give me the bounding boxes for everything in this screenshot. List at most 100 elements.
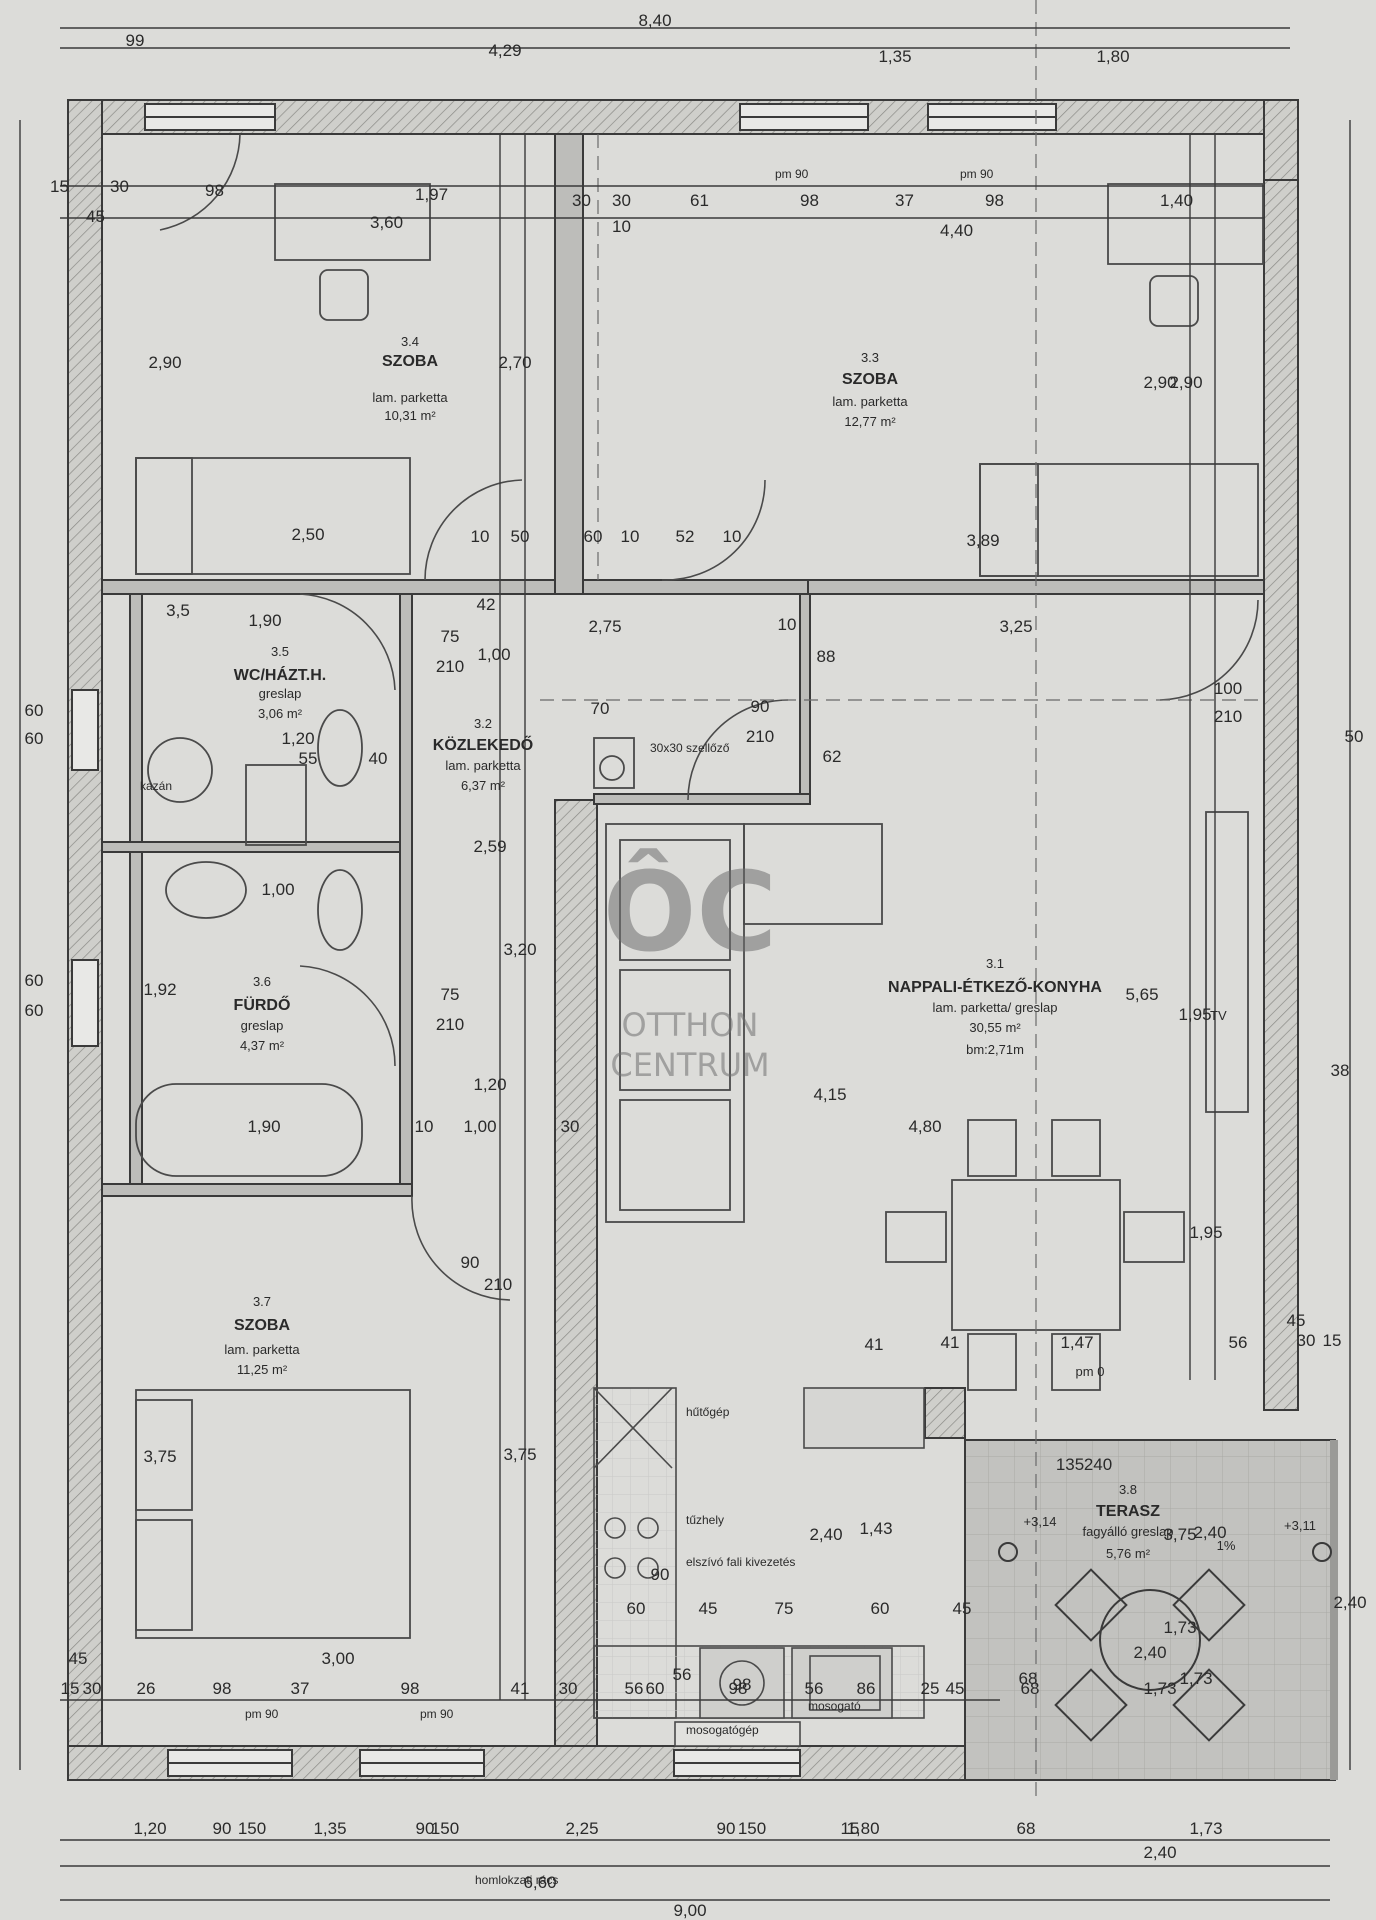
interior-dim-76: 41 (865, 1335, 884, 1354)
interior-dim-29: 2,59 (473, 837, 506, 856)
bottom-dim-5: 150 (431, 1819, 459, 1838)
dim-top-pm1: pm 90 (775, 167, 809, 181)
interior-dim-55: 15 (1323, 1331, 1342, 1350)
dim-row3-2: 10 (612, 217, 631, 236)
kitchen-counter (593, 1387, 925, 1747)
interior-dim-73: 2,40 (1333, 1593, 1366, 1612)
bottom-inner-dim-16: 45 (946, 1679, 965, 1698)
interior-dim-53: 45 (1287, 1311, 1306, 1330)
bathroom-fixtures (135, 709, 635, 1177)
interior-dim-23: 1,20 (281, 729, 314, 748)
interior-dim-48: 3,75 (1163, 1525, 1196, 1544)
bottom-inner-dim-7: 98 (401, 1679, 420, 1698)
bottom-dim-3: 1,35 (313, 1819, 346, 1838)
room-3-3-floor: lam. parketta (832, 394, 908, 409)
dim-row2-5: 30 (612, 191, 631, 210)
interior-dim-36: 3,20 (503, 940, 536, 959)
room-3-2-area: 6,37 m² (461, 778, 506, 793)
top-windows (144, 103, 1057, 131)
room-3-6: 3.6 FÜRDŐ greslap 4,37 m² (234, 974, 291, 1053)
room-3-3-id: 3.3 (861, 350, 879, 365)
room-3-2-floor: lam. parketta (445, 758, 521, 773)
living-furniture (605, 811, 1249, 1223)
interior-dim-75: 45 (953, 1599, 972, 1618)
interior-dim-30: 62 (823, 747, 842, 766)
room-3-1-height: bm:2,71m (966, 1042, 1024, 1057)
bottom-dim-2: 150 (238, 1819, 266, 1838)
interior-dim-40: 10 (415, 1117, 434, 1136)
room-3-6-area: 4,37 m² (240, 1038, 285, 1053)
room-3-4-name: SZOBA (382, 353, 438, 370)
interior-dim-54: 30 (1297, 1331, 1316, 1350)
interior-dim-34: 75 (441, 985, 460, 1004)
room-3-2: 3.2 KÖZLEKEDŐ lam. parketta 6,37 m² (433, 716, 533, 793)
interior-dim-19: 10 (778, 615, 797, 634)
desks (274, 183, 1264, 327)
interior-dim-10: 52 (676, 527, 695, 546)
interior-dim-68: 56 (673, 1665, 692, 1684)
interior-dim-71: 1,73 (1163, 1618, 1196, 1637)
room-3-8: 3.8 TERASZ fagyálló greslap 5,76 m² (1082, 1482, 1173, 1561)
door-swings (159, 133, 1259, 1301)
stove-label: tűzhely (686, 1513, 724, 1527)
room-3-5-floor: greslap (259, 686, 302, 701)
interior-dim-51: 1,95 (1178, 1005, 1211, 1024)
dim-top-d: 1,80 (1096, 47, 1129, 66)
bottom-dim-8: 150 (738, 1819, 766, 1838)
bottom-dim-10: 15 (841, 1819, 860, 1838)
room-3-7-id: 3.7 (253, 1294, 271, 1309)
interior-dim-14: 75 (441, 627, 460, 646)
room-3-6-id: 3.6 (253, 974, 271, 989)
tv-label: TV (1210, 1008, 1227, 1023)
sink-label: mosogató (808, 1699, 861, 1713)
watermark-logo: ÔC (603, 848, 777, 976)
interior-dim-6: 10 (471, 527, 490, 546)
interior-dim-67: 60 (627, 1599, 646, 1618)
bottom-row2-0: 6,60 (523, 1873, 556, 1892)
bottom-dim-11: 68 (1017, 1819, 1036, 1838)
watermark-line2: CENTRUM (610, 1046, 769, 1084)
interior-dim-69: 98 (733, 1675, 752, 1694)
room-3-1: 3.1 NAPPALI-ÉTKEZŐ-KONYHA lam. parketta/… (888, 956, 1102, 1057)
room-3-5-name: WC/HÁZT.H. (234, 665, 326, 684)
interior-dim-16: 42 (477, 595, 496, 614)
vent-label: 30x30 szellőző (650, 741, 730, 755)
bottom-inner-dim-3: 30 (83, 1679, 102, 1698)
room-3-1-name: NAPPALI-ÉTKEZŐ-KONYHA (888, 977, 1102, 996)
hood-label: elszívó fali kivezetés (686, 1555, 795, 1569)
interior-dim-8: 60 (584, 527, 603, 546)
dim-top-c: 1,35 (878, 47, 911, 66)
dim-row2-2: 98 (205, 181, 224, 200)
room-3-8-id: 3.8 (1119, 1482, 1137, 1497)
room-3-8-floor: fagyálló greslap (1082, 1524, 1173, 1539)
interior-dim-15: 210 (436, 657, 464, 676)
interior-dim-28: 210 (746, 727, 774, 746)
interior-dim-63: 90 (651, 1565, 670, 1584)
terrace (924, 1387, 1338, 1781)
bottom-total: 9,00 (673, 1901, 706, 1920)
dim-row2-10: 1,40 (1160, 191, 1193, 210)
interior-dim-13: 3,5 (166, 601, 190, 620)
interior-dim-17: 1,00 (477, 645, 510, 664)
level-pm0: pm 0 (1076, 1364, 1105, 1379)
interior-dim-50: 1,95 (1189, 1223, 1222, 1242)
interior-dim-72: 1,73 (1179, 1669, 1212, 1688)
dim-row2-3: 1,97 (415, 185, 448, 204)
bottom-pm1: pm 90 (245, 1707, 279, 1721)
interior-dim-27: 90 (751, 697, 770, 716)
room-3-1-floor: lam. parketta/ greslap (932, 1000, 1057, 1015)
interior-dim-59: 135 (1056, 1455, 1084, 1474)
interior-dim-7: 50 (511, 527, 530, 546)
interior-dim-18: 2,75 (588, 617, 621, 636)
interior-dim-44: 90 (461, 1253, 480, 1272)
interior-dim-31: 88 (817, 647, 836, 666)
interior-dim-52: 5,65 (1125, 985, 1158, 1004)
interior-dim-65: 75 (775, 1599, 794, 1618)
left-windows (71, 689, 99, 1047)
room-3-2-name: KÖZLEKEDŐ (433, 735, 533, 754)
interior-dim-79: 60 (25, 701, 44, 720)
room-3-7-name: SZOBA (234, 1317, 290, 1334)
bottom-inner-dim-1: 3,00 (321, 1649, 354, 1668)
